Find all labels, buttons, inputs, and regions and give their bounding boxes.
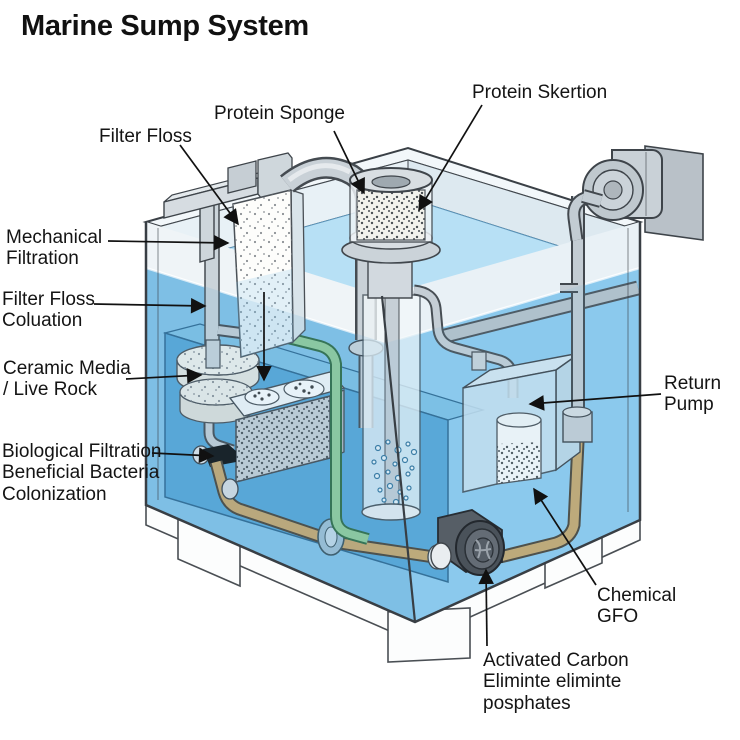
label-protein-skimmer: Protein Skertion: [472, 82, 608, 103]
filter-floss-coluation-leader: [93, 297, 207, 314]
mechanical-filtration-leader: [107, 234, 230, 251]
label-activated-carbon: Activated Carbon Eliminte eliminte posph…: [483, 650, 629, 714]
protein-skimmer-leader: [418, 104, 483, 212]
green-pipe: [278, 330, 370, 545]
label-ceramic-media: Ceramic Media / Live Rock: [3, 358, 131, 401]
label-filter-floss: Filter Floss: [99, 126, 192, 147]
ceramic-media-discs: [176, 339, 260, 424]
tank-stand: [145, 503, 641, 663]
protein-sponge-leader: [333, 130, 365, 195]
chemical-gfo-leader: [533, 487, 597, 586]
activated-carbon-leader: [478, 568, 494, 647]
drain-pipe-diagonal: [443, 280, 640, 344]
external-return-pump: [567, 145, 704, 241]
bottom-pump: [430, 509, 505, 576]
filter-floss-leader: [179, 144, 239, 226]
leader-lines: [93, 104, 662, 647]
label-chemical-gfo: Chemical GFO: [597, 585, 677, 628]
protein-skimmer: [341, 167, 441, 521]
label-return-pump: Return Pump: [664, 373, 722, 416]
skimmer-bubbles: [371, 439, 418, 506]
page-title: Marine Sump System: [21, 10, 309, 42]
tank-edges: [144, 222, 642, 624]
biological-filtration-leader: [151, 447, 215, 464]
return-pump-leader: [528, 393, 662, 411]
label-mechanical-filtration: Mechanical Filtration: [6, 227, 103, 270]
label-biological-filtration: Biological Filtration Beneficial Bacteri…: [2, 441, 162, 505]
ceramic-media-leader: [125, 367, 203, 384]
label-filter-floss-coluation: Filter Floss Coluation: [2, 289, 95, 332]
label-protein-sponge: Protein Sponge: [214, 103, 345, 124]
